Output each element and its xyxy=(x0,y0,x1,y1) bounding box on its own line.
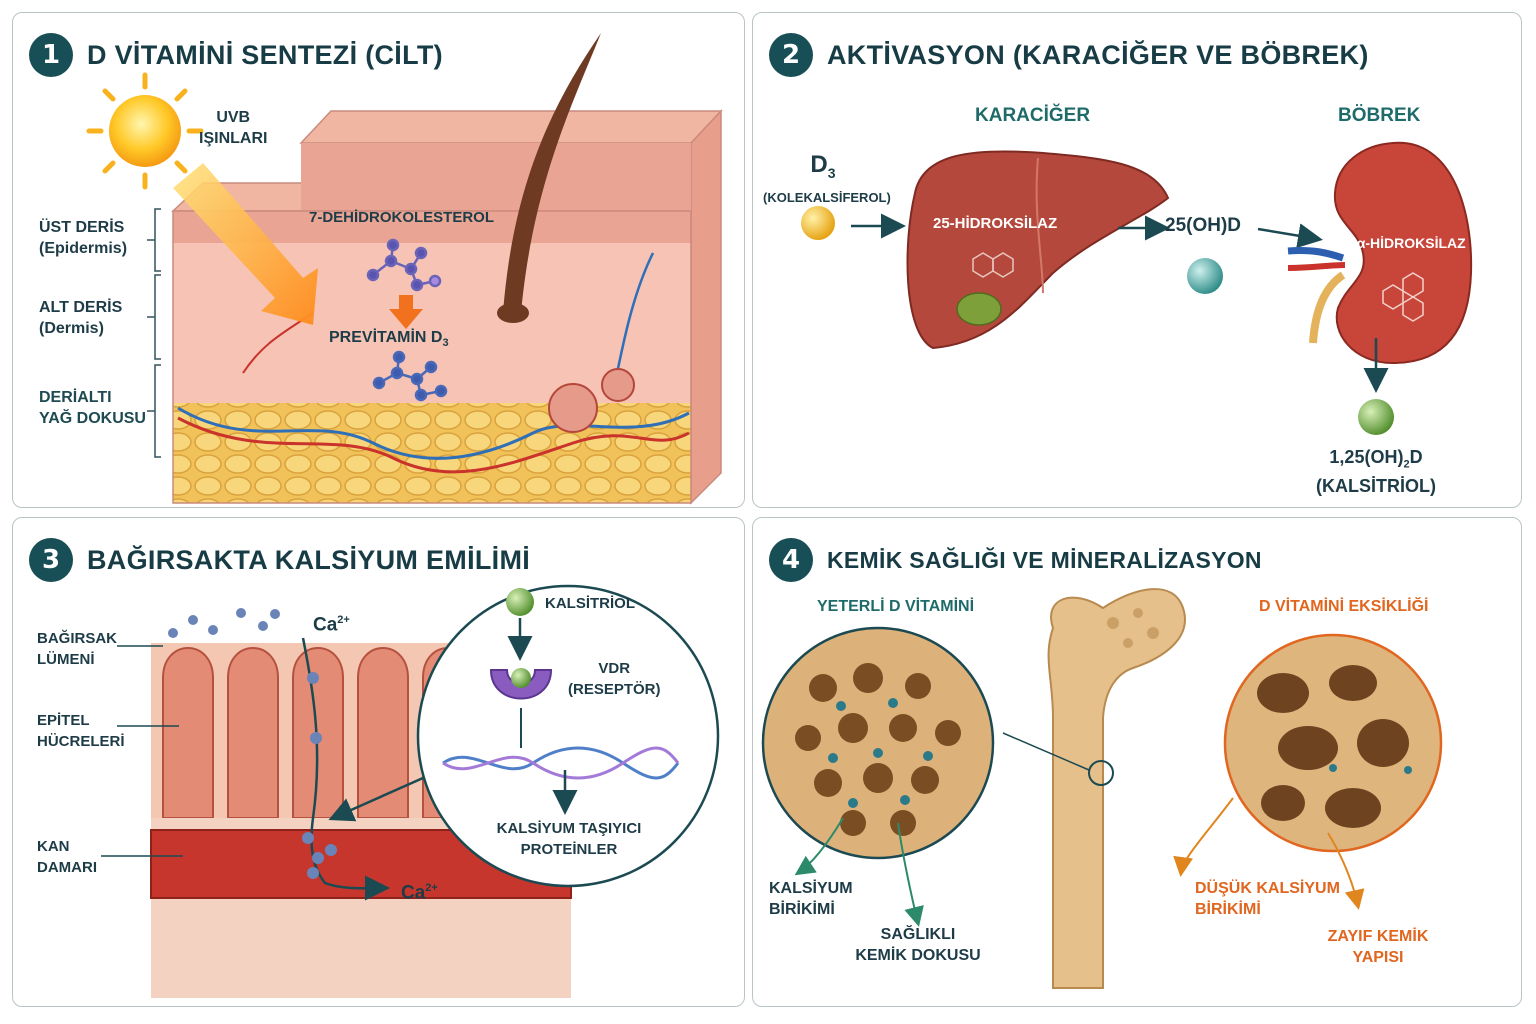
molecule-previtamin-d3 xyxy=(372,350,448,402)
label-blood-vessel: KAN DAMARI xyxy=(37,838,97,876)
layer-brackets xyxy=(147,208,161,458)
hexagon-icon-kidney xyxy=(1382,272,1424,322)
panel-title: D VİTAMİNİ SENTEZİ (CİLT) xyxy=(87,39,443,70)
label-calcium-deposition: KALSİYUM BİRİKİMİ xyxy=(769,880,853,918)
d3-molecule-icon xyxy=(801,206,835,240)
label-dermis: ALT DERİS (Dermis) xyxy=(39,299,123,337)
panel-title: KEMİK SAĞLIĞI VE MİNERALİZASYON xyxy=(827,546,1262,573)
label-weak-bone-structure: ZAYIF KEMİK YAPISI xyxy=(1327,928,1429,966)
hair-follicle xyxy=(503,33,601,313)
panel-title: BAĞIRSAKTA KALSİYUM EMİLİMİ xyxy=(87,544,531,575)
calcitriol-molecule-icon xyxy=(1358,399,1394,435)
panel-number: 3 xyxy=(29,538,73,582)
panel-3-header: 3 BAĞIRSAKTA KALSİYUM EMİLİMİ xyxy=(29,538,530,582)
panel-number: 1 xyxy=(29,33,73,77)
enzyme-1a-hydroxylase: 1α-HİDROKSİLAZ xyxy=(1349,235,1466,251)
activation-illustration xyxy=(801,141,1473,435)
d3-label: D3 (KOLEKALSİFEROL) xyxy=(763,151,891,205)
liver-label: KARACİĞER xyxy=(975,105,1091,126)
calcium-ion-label-bottom: Ca2+ xyxy=(401,882,438,904)
intermediate-25ohd: 25(OH)D xyxy=(1165,215,1242,236)
panel-4-header: 4 KEMİK SAĞLIĞI VE MİNERALİZASYON xyxy=(769,538,1262,582)
healthy-bone-circle xyxy=(761,626,995,860)
panel-number: 4 xyxy=(769,538,813,582)
panel-title: AKTİVASYON (KARACİĞER VE BÖBREK) xyxy=(827,39,1369,70)
panel-2-header: 2 AKTİVASYON (KARACİĞER VE BÖBREK) xyxy=(769,33,1369,77)
deficient-bone-circle xyxy=(1223,633,1443,853)
liver-illustration xyxy=(906,150,1170,350)
kidney-label: BÖBREK xyxy=(1338,105,1421,126)
label-intestinal-lumen: BAĞIRSAK LÜMENİ xyxy=(37,630,118,668)
femur-illustration xyxy=(1047,588,1186,989)
panel-1-header: 1 D VİTAMİNİ SENTEZİ (CİLT) xyxy=(29,33,443,77)
label-epidermis: ÜST DERİS (Epidermis) xyxy=(39,219,128,257)
conversion-arrow xyxy=(389,295,423,329)
leader-lines xyxy=(101,645,183,857)
25ohd-molecule-icon xyxy=(1187,258,1223,294)
label-previtamin-d3: PREVİTAMİN D3 xyxy=(329,329,449,350)
label-epithelial-cells: EPİTEL HÜCRELERİ xyxy=(37,712,125,750)
label-vdr-receptor: VDR (RESEPTÖR) xyxy=(568,660,661,698)
skin-block xyxy=(171,109,723,505)
calcium-ion-label-top: Ca2+ xyxy=(313,614,350,636)
calcium-ions xyxy=(168,608,337,879)
label-healthy-bone-tissue: SAĞLIKLI KEMİK DOKUSU xyxy=(855,926,981,964)
zoom-circle xyxy=(416,584,720,888)
label-vitamin-d-deficiency: D VİTAMİNİ EKSİKLİĞİ xyxy=(1259,598,1429,615)
calcitriol-icon xyxy=(506,588,534,616)
label-calcium-transport-proteins: KALSİYUM TAŞIYICI PROTEİNLER xyxy=(496,820,642,858)
panel-intestinal-absorption: 3 BAĞIRSAKTA KALSİYUM EMİLİMİ BAĞIRSAK L… xyxy=(12,517,745,1007)
intestine-illustration xyxy=(101,584,720,998)
panel-vitamin-d-synthesis: 1 D VİTAMİNİ SENTEZİ (CİLT) UVB IŞINLARI… xyxy=(12,12,745,508)
label-7-dehydrocholesterol: 7-DEHİDROKOLESTEROL xyxy=(309,209,495,226)
label-subcutaneous-fat: DERİALTI YAĞ DOKUSU xyxy=(39,389,146,427)
bone-illustration xyxy=(761,588,1443,989)
gallbladder-illustration xyxy=(956,292,1002,326)
label-sufficient-vitamin-d: YETERLİ D VİTAMİNİ xyxy=(817,598,975,615)
skin-illustration xyxy=(86,33,723,505)
kidney-illustration xyxy=(1333,141,1473,365)
molecule-7-dehydrocholesterol xyxy=(366,238,442,292)
dna-helix-icon xyxy=(442,746,680,780)
panel-activation: 2 AKTİVASYON (KARACİĞER VE BÖBREK) KARAC… xyxy=(752,12,1522,508)
label-calcitriol: KALSİTRİOL xyxy=(545,595,635,612)
panel-number: 2 xyxy=(769,33,813,77)
uvb-arrow xyxy=(173,163,318,325)
calcitriol-label: 1,25(OH)2D (KALSİTRİOL) xyxy=(1316,447,1436,496)
sun-icon xyxy=(86,72,204,190)
uvb-label: UVB IŞINLARI xyxy=(199,109,268,147)
hexagon-icon xyxy=(972,252,1014,278)
panel-bone-health: 4 KEMİK SAĞLIĞI VE MİNERALİZASYON YETERL… xyxy=(752,517,1522,1007)
enzyme-25-hydroxylase: 25-HİDROKSİLAZ xyxy=(933,215,1058,232)
label-low-calcium-deposition: DÜŞÜK KALSİYUM BİRİKİMİ xyxy=(1195,880,1340,918)
